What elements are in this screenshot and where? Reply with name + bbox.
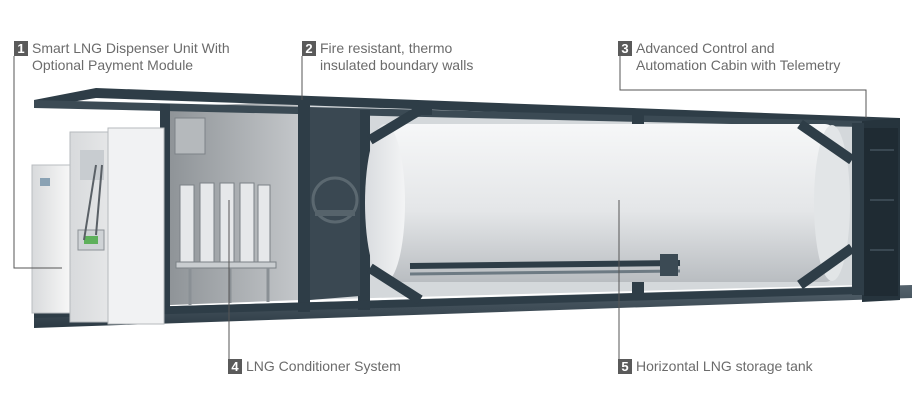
callout-number-badge: 2 — [302, 41, 316, 56]
callout-number-badge: 4 — [228, 359, 242, 374]
callout-number-badge: 5 — [618, 359, 632, 374]
ventilation-grille — [174, 117, 206, 155]
leader-lines — [13, 56, 867, 368]
leader-3 — [619, 56, 867, 118]
callout-label: LNG Conditioner System — [246, 358, 401, 375]
lng-conditioner-system — [175, 182, 277, 305]
callout-line: Advanced Control and — [636, 40, 775, 56]
callout-conditioner: 4 LNG Conditioner System — [228, 358, 401, 375]
callout-number-badge: 1 — [14, 41, 28, 56]
control-cabin — [864, 128, 898, 296]
post-right — [852, 123, 864, 295]
boundary-wall-panel — [310, 108, 360, 300]
callout-boundary-walls: 2 Fire resistant, thermo insulated bound… — [302, 40, 473, 74]
roof-front-rail — [34, 100, 862, 127]
callout-label: Horizontal LNG storage tank — [636, 358, 813, 375]
callout-number-badge: 3 — [618, 41, 632, 56]
callout-control-cabin: 3 Advanced Control and Automation Cabin … — [618, 40, 840, 74]
leader-1 — [13, 56, 62, 269]
bottom-rail — [34, 287, 862, 318]
callout-line: Horizontal LNG storage tank — [636, 358, 813, 374]
post-front-left — [160, 104, 170, 314]
callout-dispenser: 1 Smart LNG Dispenser Unit With Optional… — [14, 40, 230, 74]
callout-label: Fire resistant, thermo insulated boundar… — [320, 40, 473, 74]
callout-label: Smart LNG Dispenser Unit With Optional P… — [32, 40, 230, 74]
post-divider-1 — [298, 100, 310, 312]
lng-dispenser-unit — [31, 127, 165, 325]
callout-storage-tank: 5 Horizontal LNG storage tank — [618, 358, 813, 375]
callout-line: Smart LNG Dispenser Unit With — [32, 40, 230, 56]
callout-line: Automation Cabin with Telemetry — [636, 57, 841, 73]
callout-line: LNG Conditioner System — [246, 358, 401, 374]
callout-line: Fire resistant, thermo — [320, 40, 453, 56]
post-divider-2 — [358, 110, 370, 310]
callout-label: Advanced Control and Automation Cabin wi… — [636, 40, 840, 74]
horizontal-lng-tank — [365, 105, 855, 305]
callout-line: Optional Payment Module — [32, 57, 194, 73]
callout-line: insulated boundary walls — [320, 57, 474, 73]
